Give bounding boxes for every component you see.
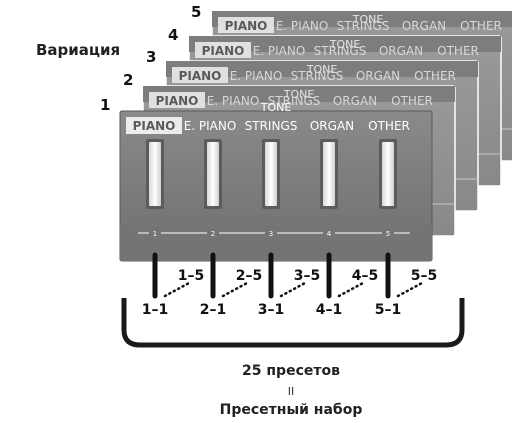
back-category-label: PIANO [202,44,245,58]
preset-dots [337,281,365,298]
back-selected-highlight [172,67,228,83]
back-category-label: OTHER [391,94,433,108]
slot-gap [382,227,394,238]
back-category-label: PIANO [179,69,222,83]
preset-label-low: 5–1 [375,302,401,318]
category-piano: PIANO [133,119,176,133]
category-organ: ORGAN [310,119,354,133]
back-selected-highlight [218,17,274,33]
back-category-label: OTHER [437,44,479,58]
preset-label-high: 2–5 [236,268,262,284]
back-category-label: ORGAN [356,69,400,83]
slot-gap [149,227,161,238]
back-panel-header [212,11,512,27]
back-selected-highlight [149,92,205,108]
slot-number-3: 3 [269,230,273,238]
preset-set-label: Пресетный набор [220,402,363,418]
key-2 [207,142,219,206]
preset-bars: 1–1 1–5 2–1 2–5 3–1 3–5 4–1 4–5 5–1 5–5 [142,252,437,318]
key-3 [265,142,277,206]
back-category-label: PIANO [225,19,268,33]
back-category-label: ORGAN [379,44,423,58]
key-4 [323,142,335,206]
back-category-label: ORGAN [333,94,377,108]
panel-number-5: 5 [191,3,201,21]
back-category-label: E. PIANO [230,69,283,83]
selected-category-highlight [126,117,182,134]
total-presets-label: 25 пресетов [242,363,340,379]
preset-dots [279,281,307,298]
back-tone-label: TONE [283,88,315,101]
category-other: OTHER [368,119,410,133]
front-panel: TONE PIANO E. PIANO STRINGS ORGAN OTHER 1 2 3 4… [119,101,433,262]
back-tone-label: TONE [329,38,361,51]
slot-number-1: 1 [153,230,157,238]
slot-gap [323,227,335,238]
back-category-label: STRINGS [314,44,367,58]
back-selected-highlight [195,42,251,58]
preset-dots [221,281,249,298]
key-5 [382,142,394,206]
back-category-label: OTHER [414,69,456,83]
back-panel-header [166,61,478,77]
panel-number-3: 3 [146,48,156,66]
panel-number-2: 2 [123,71,133,89]
panel-number-4: 4 [168,26,178,44]
back-panel-header [143,86,455,102]
back-category-label: ORGAN [402,19,446,33]
back-category-label: E. PIANO [253,44,306,58]
front-tone-label: TONE [260,101,292,114]
preset-dots [396,281,424,298]
back-category-label: PIANO [156,94,199,108]
preset-label-high: 5–5 [411,268,437,284]
slot-gap [265,227,277,238]
preset-label-low: 2–1 [200,302,226,318]
key-1 [149,142,161,206]
slot-row: 1 2 3 4 5 [138,227,410,238]
slot-number-5: 5 [386,230,390,238]
slot-gap [207,227,219,238]
preset-label-high: 3–5 [294,268,320,284]
preset-dots [163,281,191,298]
back-panel-header [189,36,501,52]
preset-label-high: 1–5 [178,268,204,284]
preset-label-low: 4–1 [316,302,342,318]
preset-label-high: 4–5 [352,268,378,284]
back-category-label: STRINGS [337,19,390,33]
back-category-label: OTHER [460,19,502,33]
equals-sign: II [288,385,295,398]
category-strings: STRINGS [245,119,298,133]
back-category-label: STRINGS [268,94,321,108]
preset-label-low: 1–1 [142,302,168,318]
back-category-label: E. PIANO [207,94,260,108]
preset-label-low: 3–1 [258,302,284,318]
category-row: PIANO E. PIANO STRINGS ORGAN OTHER [133,119,410,133]
back-category-label: STRINGS [291,69,344,83]
slot-number-2: 2 [211,230,215,238]
panel-number-1: 1 [100,96,110,114]
back-category-label: E. PIANO [276,19,329,33]
variation-label: Вариация [36,41,120,59]
bracket [121,298,465,348]
back-tone-label: TONE [306,63,338,76]
category-epiano: E. PIANO [184,119,237,133]
key-row [146,139,397,209]
back-tone-label: TONE [352,13,384,26]
slot-number-4: 4 [327,230,332,238]
